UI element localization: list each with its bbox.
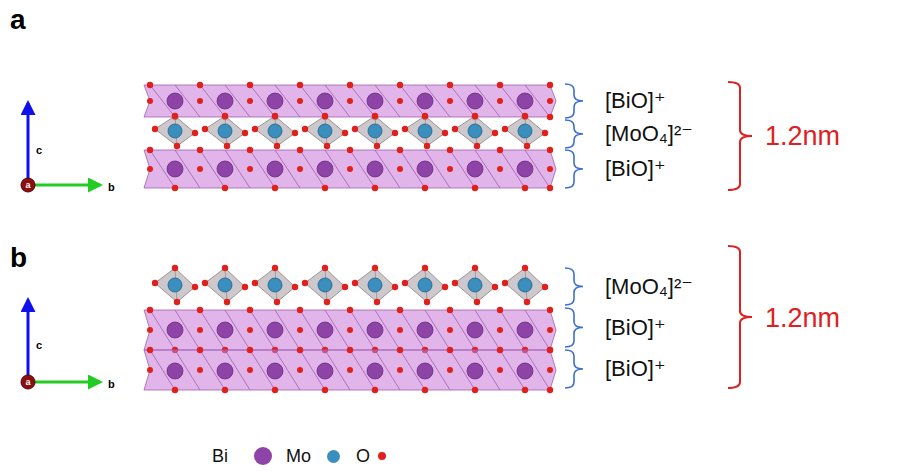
axis-label: b — [108, 182, 115, 193]
brace — [565, 120, 583, 148]
brace — [565, 150, 583, 188]
axis-label: a — [25, 378, 30, 387]
legend-label: O — [356, 447, 370, 465]
brace — [565, 350, 583, 388]
legend-swatch — [254, 447, 272, 465]
layer-label: [BiO]⁺ — [605, 158, 666, 180]
legend-swatch — [327, 450, 340, 463]
legend-label: Mo — [286, 447, 311, 465]
axis-label: c — [36, 340, 42, 351]
axis-label: b — [108, 379, 115, 390]
bio-layer — [144, 347, 556, 393]
brace — [565, 268, 583, 305]
bio-layer — [144, 307, 556, 353]
layer-label: [BiO]⁺ — [605, 358, 666, 380]
legend-label: Bi — [212, 447, 228, 465]
brace — [565, 308, 583, 347]
dimension-label: 1.2nm — [765, 305, 840, 332]
layer-label: [MoO₄]²⁻ — [605, 276, 693, 298]
axis-indicator — [21, 103, 100, 192]
panel-letter: a — [10, 6, 26, 34]
axis-indicator — [21, 300, 100, 389]
layer-label: [MoO₄]²⁻ — [605, 123, 693, 145]
brace — [565, 84, 583, 118]
layer-label: [BiO]⁺ — [605, 90, 666, 112]
moo4-layer — [152, 113, 548, 149]
axis-label: c — [36, 145, 42, 156]
moo4-layer — [152, 265, 548, 305]
panel-letter: b — [10, 244, 27, 272]
brace — [728, 246, 752, 388]
bio-layer — [144, 147, 556, 191]
legend-swatch — [378, 452, 386, 460]
brace — [728, 82, 752, 190]
layer-label: [BiO]⁺ — [605, 317, 666, 339]
axis-label: a — [25, 181, 30, 190]
bio-layer — [144, 82, 556, 120]
dimension-label: 1.2nm — [765, 123, 840, 150]
